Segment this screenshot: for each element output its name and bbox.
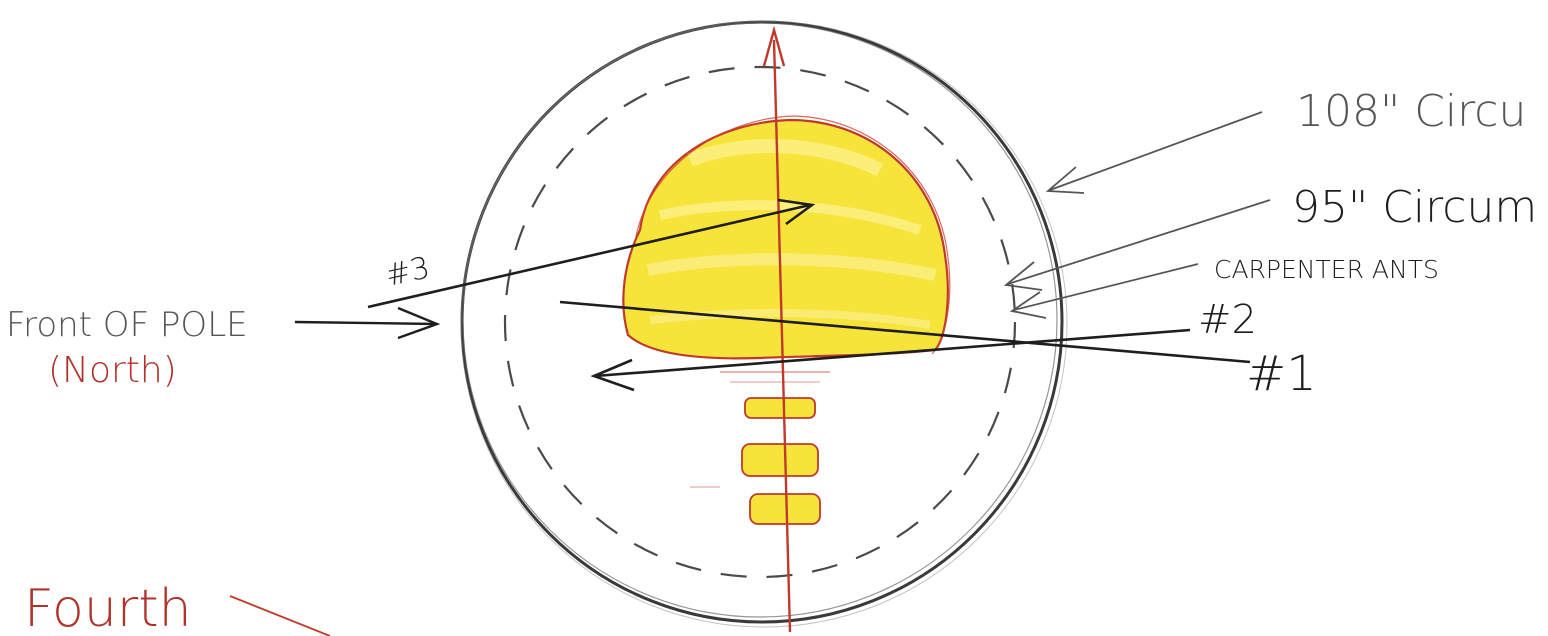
label-carpenter-ants: CARPENTER ANTS bbox=[1214, 255, 1439, 284]
label-hole-3: #3 bbox=[382, 250, 433, 293]
fourth-leader bbox=[230, 596, 330, 636]
label-hole-1: #1 bbox=[1246, 346, 1317, 402]
label-north: (North) bbox=[48, 350, 177, 391]
leader-ants bbox=[1012, 264, 1198, 318]
label-front-of-pole: Front OF POLE bbox=[6, 305, 248, 345]
label-95-circumference: 95" Circum bbox=[1292, 182, 1537, 233]
label-fourth: Fourth bbox=[24, 579, 192, 636]
label-hole-2: #2 bbox=[1198, 297, 1257, 343]
front-of-pole-arrow bbox=[295, 308, 437, 338]
label-108-circumference: 108" Circu bbox=[1296, 86, 1526, 137]
leader-108 bbox=[1048, 112, 1262, 193]
decay-pockets bbox=[690, 372, 830, 524]
